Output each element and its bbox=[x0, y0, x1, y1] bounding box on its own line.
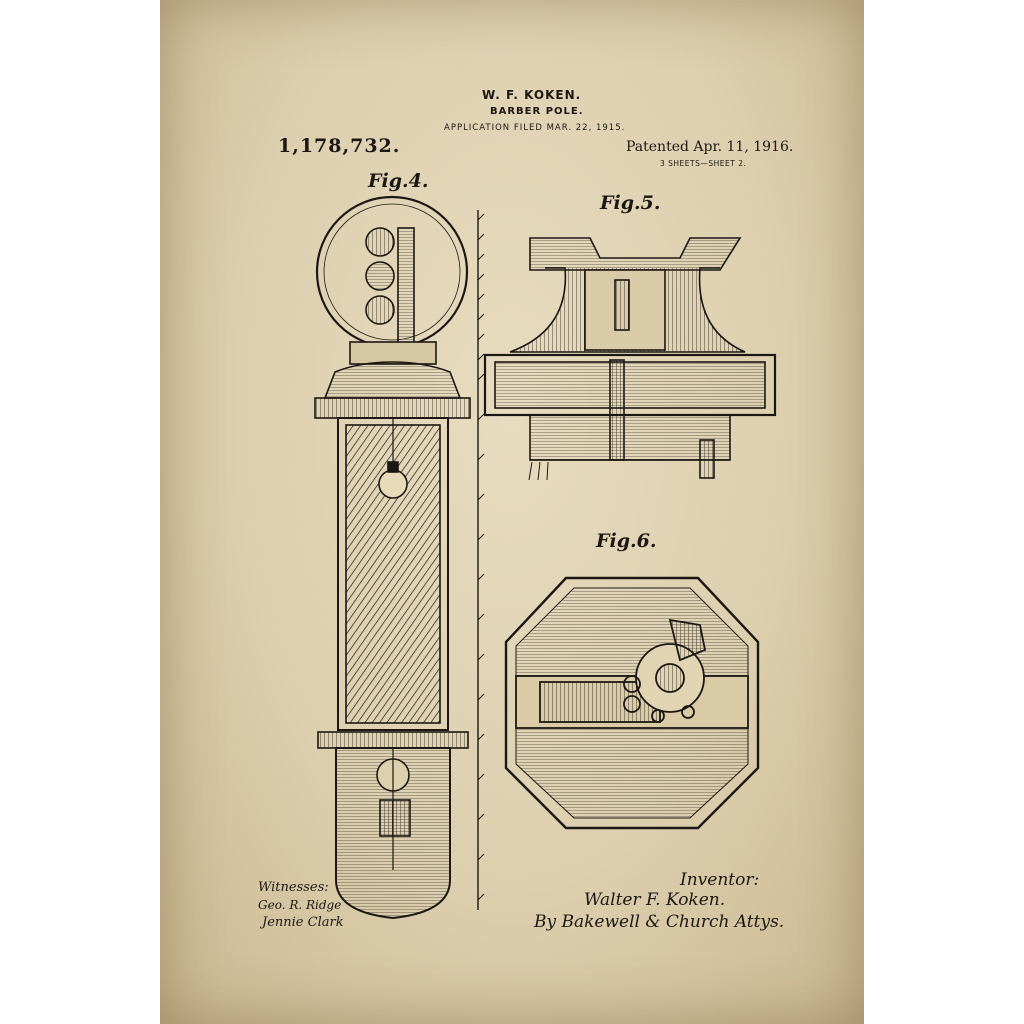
fig5-cap-section bbox=[483, 237, 777, 481]
fig6-octagon-plan bbox=[504, 576, 760, 830]
patented-date: Patented Apr. 11, 1916. bbox=[626, 139, 794, 155]
application-date: APPLICATION FILED MAR. 22, 1915. bbox=[444, 123, 626, 133]
patent-title: BARBER POLE. bbox=[490, 106, 584, 117]
patent-drawing bbox=[314, 195, 777, 920]
attorney-signature: By Bakewell & Church Attys. bbox=[534, 912, 785, 932]
sheet-count: 3 SHEETS—SHEET 2. bbox=[660, 159, 747, 168]
patent-number: 1,178,732. bbox=[278, 135, 401, 157]
fig4-label: Fig.4. bbox=[368, 170, 429, 192]
inventor-signature: Walter F. Koken. bbox=[584, 890, 726, 910]
inventor-name: W. F. KOKEN. bbox=[482, 88, 582, 102]
fig6-label: Fig.6. bbox=[596, 530, 657, 552]
witness-signature-2: Jennie Clark bbox=[262, 915, 344, 930]
fig4-barber-pole bbox=[314, 195, 485, 920]
inventor-label: Inventor: bbox=[680, 870, 760, 890]
fig5-label: Fig.5. bbox=[600, 192, 661, 214]
witness-signature-1: Geo. R. Ridge bbox=[258, 898, 342, 912]
patent-sheet: W. F. KOKEN. BARBER POLE. APPLICATION FI… bbox=[160, 0, 864, 1024]
witnesses-label: Witnesses: bbox=[258, 880, 329, 895]
